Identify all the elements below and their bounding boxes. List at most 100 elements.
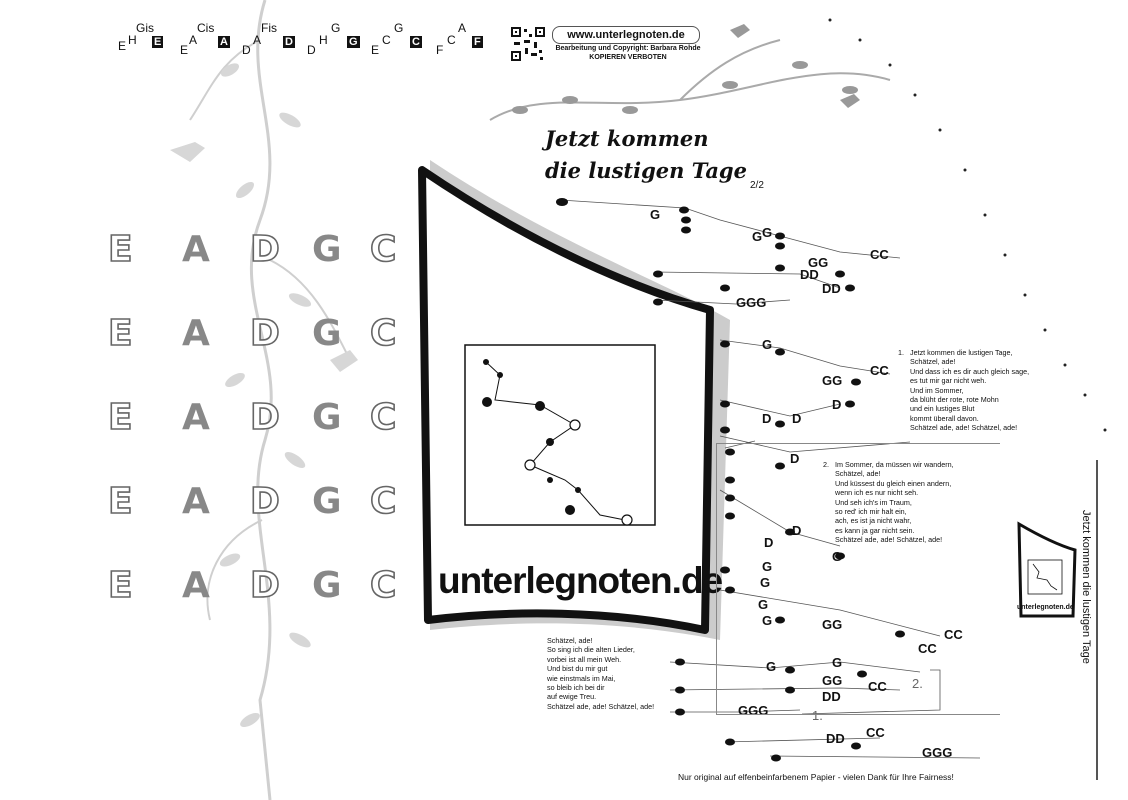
string-letter: A	[182, 481, 210, 522]
decorative-dots	[828, 18, 1107, 432]
note-letter: CC	[918, 641, 937, 656]
verse-line: kommt überall davon.	[910, 413, 979, 423]
note-letter: D	[790, 451, 800, 466]
note-letter: GGG	[736, 295, 767, 310]
verse-line: Und dass ich es dir auch gleich sage,	[910, 366, 1030, 376]
note-letter: DD	[826, 731, 845, 746]
verse-line: auf ewige Treu.	[547, 692, 597, 702]
string-letter: D	[249, 565, 280, 606]
verse-line: es tut mir gar nicht weh.	[910, 376, 987, 386]
string-letter: G	[312, 313, 342, 354]
string-letter: C	[369, 565, 397, 606]
verse-2: 2. Im Sommer, da müssen wir wandern,Schä…	[823, 460, 1005, 545]
note-letter: CC	[944, 627, 963, 642]
copyright-credit: Bearbeitung und Copyright: Barbara Rohde…	[548, 44, 708, 62]
string-letter: C	[369, 229, 397, 270]
site-address: www.unterlegnoten.de	[552, 26, 700, 44]
note-letter: G	[760, 575, 771, 590]
string-letter: E	[107, 397, 133, 438]
song-title-line1: Jetzt kommen	[545, 126, 709, 151]
string-letter: A	[182, 565, 210, 606]
string-letter: C	[369, 313, 397, 354]
note-letter: G	[762, 613, 773, 628]
verse-line: ach, es ist ja nicht wahr,	[835, 516, 912, 526]
tuning-root-note: C	[410, 36, 422, 48]
verse-line: es kann ja gar nicht sein.	[835, 525, 915, 535]
footer-note: Nur original auf elfenbeinfarbenem Papie…	[678, 772, 954, 782]
verse-line: so bleib ich bei dir	[547, 683, 605, 693]
string-letter: G	[312, 565, 342, 606]
tuning-note: F	[436, 43, 444, 57]
tuning-root-note: F	[472, 36, 483, 48]
tuning-note: H	[319, 33, 328, 47]
tuning-note: E	[180, 43, 189, 57]
side-divider	[1096, 460, 1098, 780]
decorative-vine	[170, 0, 358, 800]
verse-2-number: 2.	[823, 460, 829, 469]
string-letter: D	[249, 313, 280, 354]
note-letter: G	[832, 549, 843, 564]
note-letter: G	[752, 229, 763, 244]
tuning-note: G	[331, 21, 341, 35]
string-letter: C	[369, 481, 397, 522]
note-letter: G	[766, 659, 777, 674]
tuning-note: Gis	[136, 21, 154, 35]
verse-line: Schätzel ade, ade! Schätzel, ade!	[835, 535, 943, 545]
first-ending-label: 1.	[812, 708, 823, 723]
note-path-diagram	[556, 198, 981, 762]
string-letter: E	[107, 565, 133, 606]
time-signature: 2/2	[750, 180, 764, 191]
verse-2-lines: Im Sommer, da müssen wir wandern,Schätze…	[835, 460, 1005, 545]
string-letter: G	[312, 397, 342, 438]
note-letter: DD	[822, 689, 841, 704]
note-letter: G	[758, 597, 769, 612]
note-letter: D	[764, 535, 774, 550]
tuning-root-note: D	[283, 36, 295, 48]
note-letter: D	[792, 411, 802, 426]
note-letter: GG	[808, 255, 829, 270]
mini-logo-text: unterlegnoten.de	[1017, 604, 1074, 611]
note-letter: GG	[822, 617, 843, 632]
note-letter: GGG	[738, 703, 769, 718]
tuning-root-note: G	[347, 36, 360, 48]
verse-line: So sing ich die alten Lieder,	[547, 645, 635, 655]
note-letter: G	[650, 207, 661, 222]
verse-line: und ein lustiges Blut	[910, 404, 975, 414]
note-letter: G	[762, 559, 773, 574]
verse-line: Schätzel, ade!	[547, 636, 593, 645]
verse-line: Im Sommer, da müssen wir wandern,	[835, 460, 954, 469]
tuning-note: H	[128, 33, 137, 47]
tuning-root-note: A	[218, 36, 230, 48]
decorative-branches	[489, 24, 891, 121]
string-letter: G	[312, 481, 342, 522]
verse-line: so red' ich mir halt ein,	[835, 507, 907, 517]
second-ending-label: 2.	[912, 676, 923, 691]
tuning-note: A	[458, 21, 467, 35]
verse-line: wenn ich es nur nicht seh.	[835, 488, 919, 498]
verse-line: Und seh ich's im Traum,	[835, 497, 912, 507]
string-letter: E	[107, 313, 133, 354]
verse-line: Schätzel, ade!	[835, 469, 881, 479]
verse-1: 1. Jetzt kommen die lustigen Tage,Schätz…	[898, 348, 1070, 433]
note-letter: DD	[822, 281, 841, 296]
tuning-note: A	[189, 33, 198, 47]
tuning-note: D	[242, 43, 251, 57]
note-letter: D	[832, 397, 842, 412]
verse-3-lines: Schätzel, ade!So sing ich die alten Lied…	[547, 636, 687, 711]
note-letter: GG	[822, 373, 843, 388]
copy-warning: KOPIEREN VERBOTEN	[589, 54, 667, 61]
string-letter: C	[369, 397, 397, 438]
note-letter: D	[762, 411, 772, 426]
verse-1-lines: Jetzt kommen die lustigen Tage,Schätzel,…	[910, 348, 1070, 433]
credit-line: Bearbeitung und Copyright: Barbara Rohde	[555, 45, 701, 52]
tuning-note: C	[382, 33, 391, 47]
string-letter: D	[249, 481, 280, 522]
song-title-line2: die lustigen Tage	[545, 158, 747, 183]
note-letter: G	[762, 225, 773, 240]
verse-line: wie einstmals im Mai,	[547, 673, 616, 683]
note-letter: DD	[800, 267, 819, 282]
tuning-note: E	[371, 43, 380, 57]
verse-line: Schätzel ade, ade! Schätzel, ade!	[547, 701, 655, 711]
string-letter: A	[182, 229, 210, 270]
